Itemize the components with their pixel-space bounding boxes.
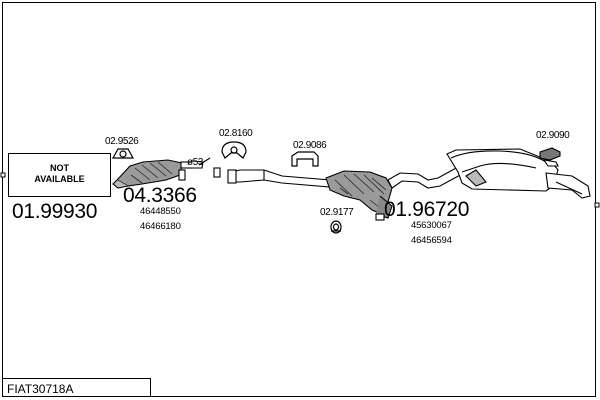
gasket-ring-icon <box>330 220 342 234</box>
rear-silencer-icon <box>446 148 591 199</box>
part-number-1: 01.99930 <box>12 200 98 223</box>
part-2-ref-1: 46448550 <box>140 206 181 217</box>
fitting-code-4: 02.9177 <box>320 207 354 218</box>
edge-marker-right <box>594 202 600 208</box>
rubber-hanger-icon <box>221 141 247 159</box>
part-3-ref-2: 46456594 <box>411 235 452 246</box>
diagram-frame <box>2 2 596 397</box>
fitting-code-5: 02.9090 <box>536 130 570 141</box>
fitting-code-1: 02.9526 <box>105 136 139 147</box>
clamp-icon <box>111 148 135 159</box>
front-pipe-icon <box>227 169 331 188</box>
pipe-section-icon <box>178 157 221 181</box>
middle-silencer-icon <box>325 170 393 221</box>
catalytic-converter-icon <box>112 159 204 189</box>
not-available-box: NOT AVAILABLE <box>8 153 111 197</box>
edge-marker-left <box>0 172 6 178</box>
part-2-ref-2: 46466180 <box>140 221 181 232</box>
part-number-2: 04.3366 <box>123 184 197 207</box>
fitting-code-2: 02.8160 <box>219 128 253 139</box>
rear-hanger-icon <box>539 147 561 167</box>
not-available-label: NOT AVAILABLE <box>34 163 85 184</box>
pipe-diameter-label: ø53 <box>187 157 204 168</box>
title-box: FIAT30718A <box>2 378 151 397</box>
fitting-code-3: 02.9086 <box>293 140 327 151</box>
part-number-3: 01.96720 <box>384 198 470 221</box>
part-3-ref-1: 45630067 <box>411 220 452 231</box>
intermediate-pipe-icon <box>387 166 463 189</box>
bracket-hanger-icon <box>291 151 319 167</box>
diagram-title: FIAT30718A <box>7 382 74 396</box>
